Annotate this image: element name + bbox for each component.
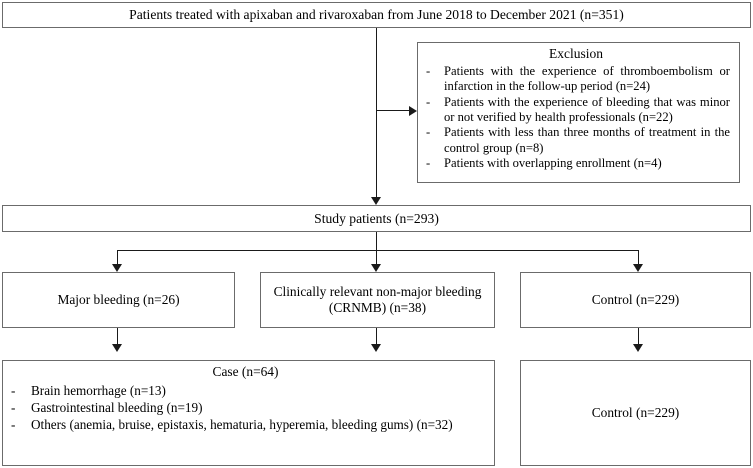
exclusion-list-item: - Patients with overlapping enrollment (… [418,156,734,171]
exclusion-item-text: Patients with the experience of thromboe… [444,63,730,94]
exclusion-list-item: - Patients with less than three months o… [418,125,734,156]
crnmb-label: Clinically relevant non-major bleeding (… [273,284,482,315]
connector-group-distribution-bar [117,250,638,251]
connector-top-to-study [376,28,377,198]
arrowhead-to-study [371,197,381,205]
arrowhead-major-bleeding [112,264,122,272]
exclusion-list: - Patients with the experience of thromb… [418,64,734,172]
case-list-item: - Brain hemorrhage (n=13) [3,383,488,400]
exclusion-list-item: - Patients with the experience of bleedi… [418,95,734,126]
box-control-bottom: Control (n=229) [520,360,751,466]
box-exclusion: Exclusion - Patients with the experience… [417,42,740,183]
bullet-dash-icon: - [426,125,431,140]
case-list-item: - Others (anemia, bruise, epistaxis, hem… [3,417,488,434]
study-patients-label: Study patients (n=293) [314,210,439,226]
case-item-text: Gastrointestinal bleeding (n=19) [31,399,203,415]
exclusion-list-item: - Patients with the experience of thromb… [418,64,734,95]
exclusion-title: Exclusion [549,46,603,61]
enrolled-patients-label: Patients treated with apixaban and rivar… [129,7,624,22]
control-middle-label: Control (n=229) [591,292,680,307]
case-title: Case (n=64) [212,364,279,379]
exclusion-item-text: Patients with overlapping enrollment (n=… [444,156,662,171]
major-bleeding-label: Major bleeding (n=26) [57,292,180,307]
case-item-text: Others (anemia, bruise, epistaxis, hemat… [31,416,453,432]
box-enrolled-patients: Patients treated with apixaban and rivar… [2,2,751,28]
arrowhead-to-exclusion [409,106,417,116]
box-case: Case (n=64) - Brain hemorrhage (n=13) - … [2,360,495,466]
arrowhead-crnmb-to-case [371,344,381,352]
connector-major-to-case [117,328,118,345]
bullet-dash-icon: - [426,63,431,78]
connector-to-control-mid [638,250,639,265]
case-list: - Brain hemorrhage (n=13) - Gastrointest… [3,383,488,434]
connector-study-stem [376,232,377,251]
bullet-dash-icon: - [426,156,431,171]
box-crnmb: Clinically relevant non-major bleeding (… [260,272,495,328]
arrowhead-major-to-case [112,344,122,352]
bullet-dash-icon: - [11,399,16,415]
bullet-dash-icon: - [11,382,16,398]
connector-crnmb-to-case [376,328,377,345]
connector-control-to-control [638,328,639,345]
arrowhead-crnmb [371,264,381,272]
case-item-text: Brain hemorrhage (n=13) [31,382,166,398]
connector-top-to-exclusion [376,110,410,111]
arrowhead-control-mid [633,264,643,272]
box-study-patients: Study patients (n=293) [2,205,751,232]
control-bottom-label: Control (n=229) [591,405,680,420]
arrowhead-control-to-control [633,344,643,352]
connector-to-crnmb [376,250,377,265]
bullet-dash-icon: - [11,416,16,432]
exclusion-item-text: Patients with the experience of bleeding… [444,94,730,124]
case-list-item: - Gastrointestinal bleeding (n=19) [3,400,488,417]
connector-to-major-bleeding [117,250,118,265]
box-major-bleeding: Major bleeding (n=26) [2,272,235,328]
box-control-middle: Control (n=229) [520,272,751,328]
exclusion-item-text: Patients with less than three months of … [444,125,730,155]
bullet-dash-icon: - [426,94,431,109]
